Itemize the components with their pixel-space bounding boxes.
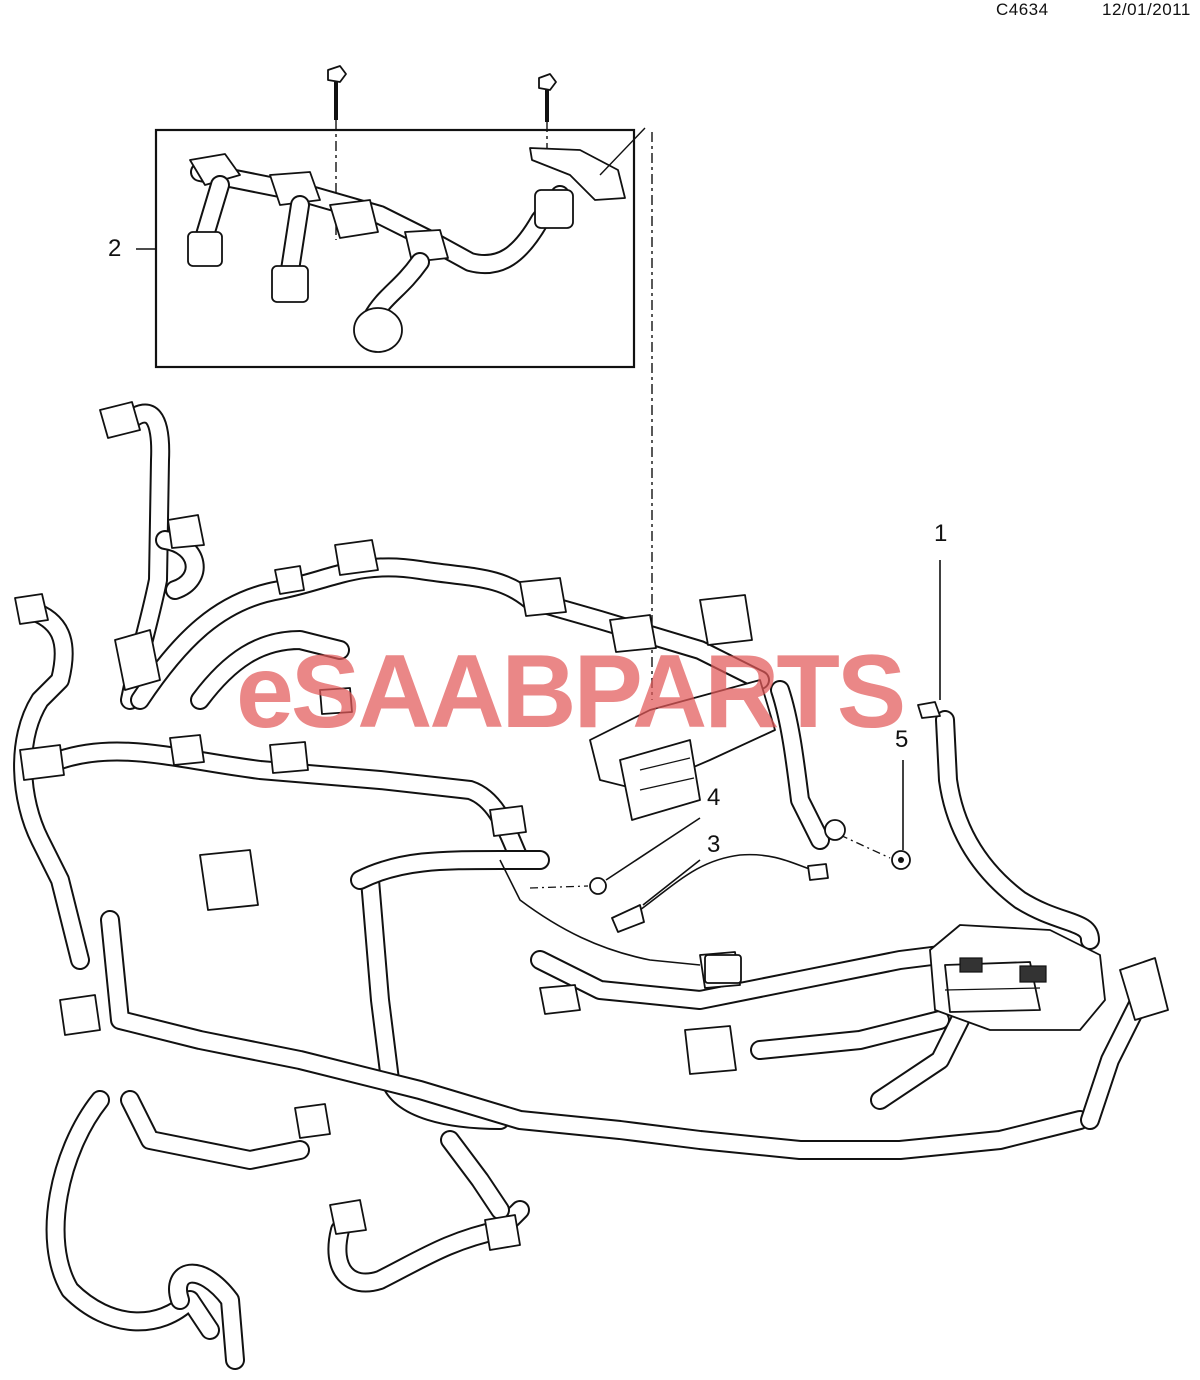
callout-5: 5 xyxy=(895,726,909,753)
bolt-right xyxy=(538,73,557,150)
harness-connectors xyxy=(14,401,1169,1251)
callout-3: 3 xyxy=(707,831,721,858)
watermark-part-2: PARTS xyxy=(573,634,907,750)
callout-1: 1 xyxy=(934,520,948,547)
watermark-part-1: eSAAB xyxy=(236,634,577,750)
sensor-wire xyxy=(499,859,701,966)
part-3-ground-cable xyxy=(611,853,829,933)
diagram-code: C4634 xyxy=(996,0,1049,19)
part-1-terminal xyxy=(917,560,941,719)
watermark: eSAABPARTS xyxy=(236,640,906,744)
fuel-injector-harness xyxy=(187,147,626,353)
part-2-inset-box xyxy=(154,65,653,700)
diagram-date: 12/01/2011 xyxy=(1102,0,1191,19)
part-4-bolt xyxy=(529,817,701,895)
engine-wiring-harness xyxy=(13,403,1150,1370)
part-5-nut xyxy=(824,760,911,870)
callout-4: 4 xyxy=(707,784,721,811)
engine-control-module xyxy=(589,679,776,821)
sensor-connector xyxy=(704,954,742,984)
callout-2: 2 xyxy=(108,235,122,262)
fuse-box xyxy=(929,924,1106,1031)
